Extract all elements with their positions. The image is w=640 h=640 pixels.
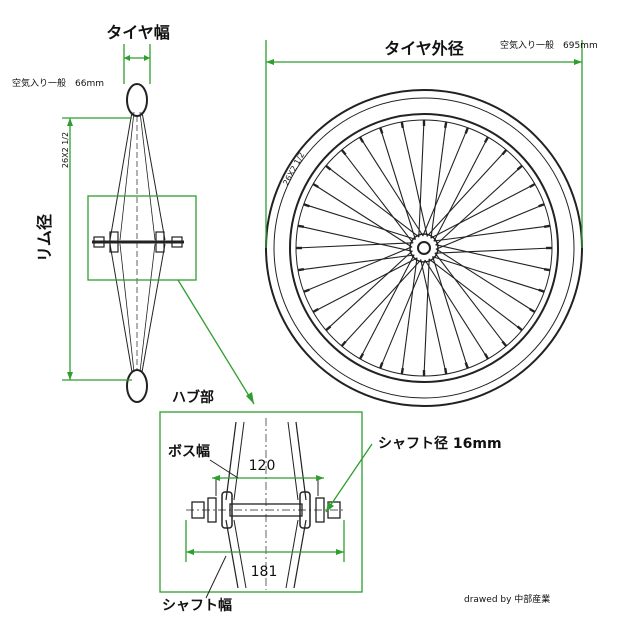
spoke-nipple	[538, 288, 545, 293]
air-filled-right-note: 空気入り一般 695mm	[500, 39, 598, 51]
spoke	[379, 259, 426, 369]
wheel-front-view: 26X2 1/2	[265, 89, 583, 407]
spoke	[303, 246, 413, 293]
spoke-nipple	[400, 121, 404, 129]
spoke	[426, 149, 507, 237]
shaft-width-value: 181	[251, 564, 278, 580]
boss-width-value: 120	[249, 458, 276, 474]
hub-detail: 120 ボス幅 181	[159, 411, 373, 593]
spoke-nipple	[325, 325, 332, 332]
tire-width-dimension: タイヤ幅 空気入り一般 66mm	[12, 23, 170, 89]
tire-outer-diameter-dimension: タイヤ外径 空気入り一般 695mm	[265, 39, 598, 248]
spoke-nipple	[312, 182, 319, 189]
spoke	[379, 127, 416, 240]
hub-section-label: ハブ部	[172, 389, 214, 406]
spoke-nipple	[340, 149, 347, 156]
shaft-diameter-label: シャフト径 16mm	[378, 435, 502, 452]
spoke-nipple	[325, 164, 332, 171]
spoke-nipple	[516, 164, 523, 171]
spoke	[341, 149, 414, 244]
spoke-nipple	[464, 127, 469, 134]
spoke	[297, 225, 413, 252]
spoke	[341, 259, 422, 347]
spoke-nipple	[379, 127, 384, 134]
spoke-nipple	[444, 121, 448, 129]
spoke-nipple	[340, 340, 347, 347]
spoke-nipple	[483, 353, 490, 360]
spoke-nipple	[297, 224, 305, 228]
spoke	[428, 258, 523, 331]
spoke-nipple	[303, 203, 310, 208]
wheel-side-view	[87, 83, 197, 403]
tire-size-left: 26X2 1/2	[61, 132, 70, 168]
spoke	[434, 247, 553, 254]
tire-outer-diameter-label: タイヤ外径	[384, 39, 464, 58]
spoke	[401, 121, 428, 237]
spoke	[295, 242, 414, 249]
tire-width-label: タイヤ幅	[106, 23, 170, 42]
shaft-width-label: シャフト幅	[162, 597, 232, 614]
spoke	[430, 121, 447, 239]
spoke-nipple	[501, 340, 508, 347]
hub-callout-arrow	[177, 279, 255, 405]
spoke-nipple	[297, 268, 305, 272]
spoke	[435, 203, 545, 250]
spoke-nipple	[529, 182, 536, 189]
spoke	[325, 165, 420, 238]
spoke	[325, 250, 413, 331]
spoke-nipple	[483, 136, 490, 143]
spoke	[432, 256, 545, 293]
tire-size-right: 26X2 1/2	[281, 151, 306, 187]
spoke	[312, 183, 413, 248]
spoke-nipple	[538, 203, 545, 208]
spoke-nipple	[400, 367, 404, 375]
spoke	[312, 257, 418, 313]
spoke	[430, 183, 536, 239]
spoke	[435, 248, 536, 313]
spoke-nipple	[516, 325, 523, 332]
spoke	[401, 257, 418, 375]
spoke	[423, 258, 430, 377]
spoke	[435, 244, 551, 271]
spokes	[295, 119, 553, 377]
spoke	[424, 259, 489, 360]
spoke-nipple	[379, 362, 384, 369]
credit-text: drawed by 中部産業	[464, 593, 550, 605]
spoke-nipple	[501, 149, 508, 156]
spoke	[303, 203, 416, 240]
air-filled-left-note: 空気入り一般 66mm	[12, 77, 104, 89]
spoke	[359, 254, 415, 360]
spoke	[420, 259, 447, 375]
boss-width-label: ボス幅	[168, 443, 210, 460]
spoke-nipple	[303, 288, 310, 293]
spoke	[433, 225, 551, 242]
spoke	[418, 119, 425, 238]
rim-diameter-label: リム径	[35, 214, 54, 262]
spoke-nipple	[312, 307, 319, 314]
spoke-nipple	[464, 362, 469, 369]
spoke-nipple	[543, 224, 551, 228]
spoke-nipple	[529, 307, 536, 314]
spoke	[359, 136, 424, 237]
spoke-nipple	[358, 136, 365, 143]
rim-diameter-dimension: リム径 26X2 1/2	[35, 117, 132, 381]
spoke-nipple	[444, 367, 448, 375]
spoke	[434, 252, 507, 347]
spoke	[422, 127, 469, 237]
spoke-nipple	[543, 268, 551, 272]
spoke-nipple	[358, 353, 365, 360]
spoke	[435, 165, 523, 246]
spoke	[432, 256, 469, 369]
spoke	[433, 136, 489, 242]
spoke	[297, 254, 415, 271]
